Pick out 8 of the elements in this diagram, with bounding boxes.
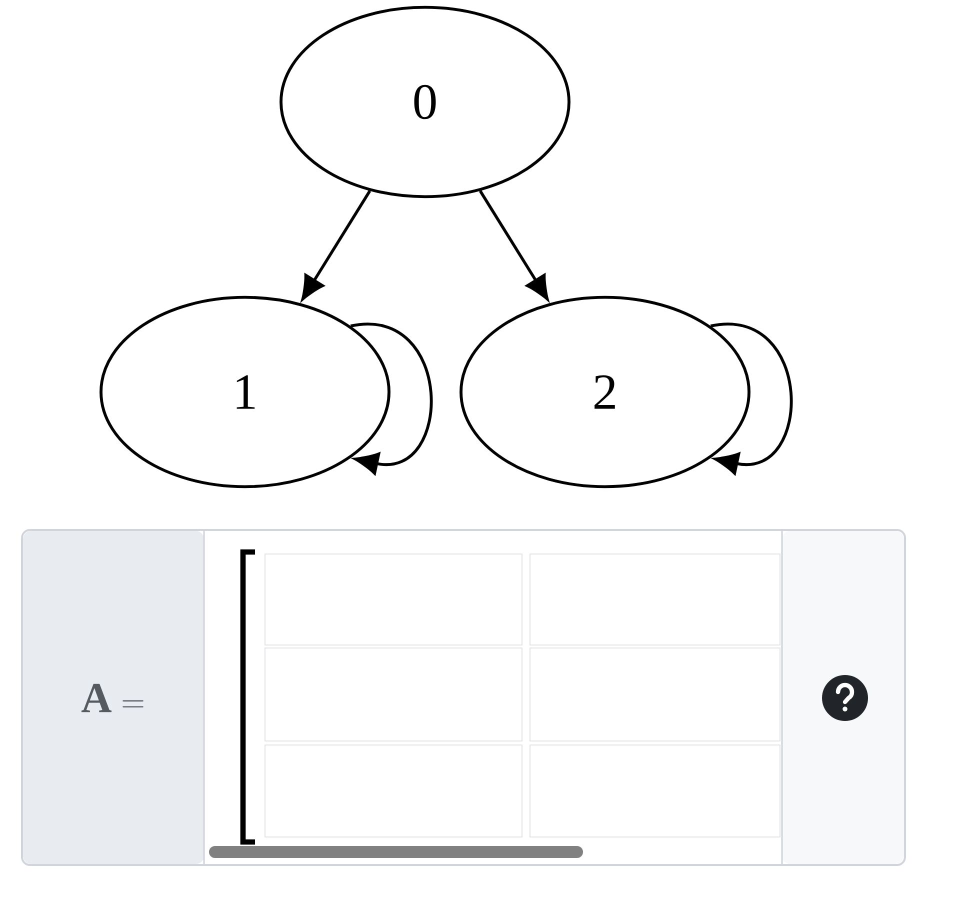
graph-node: 2 <box>460 296 750 488</box>
arrow <box>301 190 372 300</box>
loop-arrow <box>350 322 432 475</box>
label-panel: $\mathbf{A} =$ <box>23 531 205 864</box>
loop-arrow <box>710 322 792 475</box>
graph-node: 0 <box>280 6 570 198</box>
arrow <box>478 190 549 300</box>
graph-node: 1 <box>100 296 390 488</box>
